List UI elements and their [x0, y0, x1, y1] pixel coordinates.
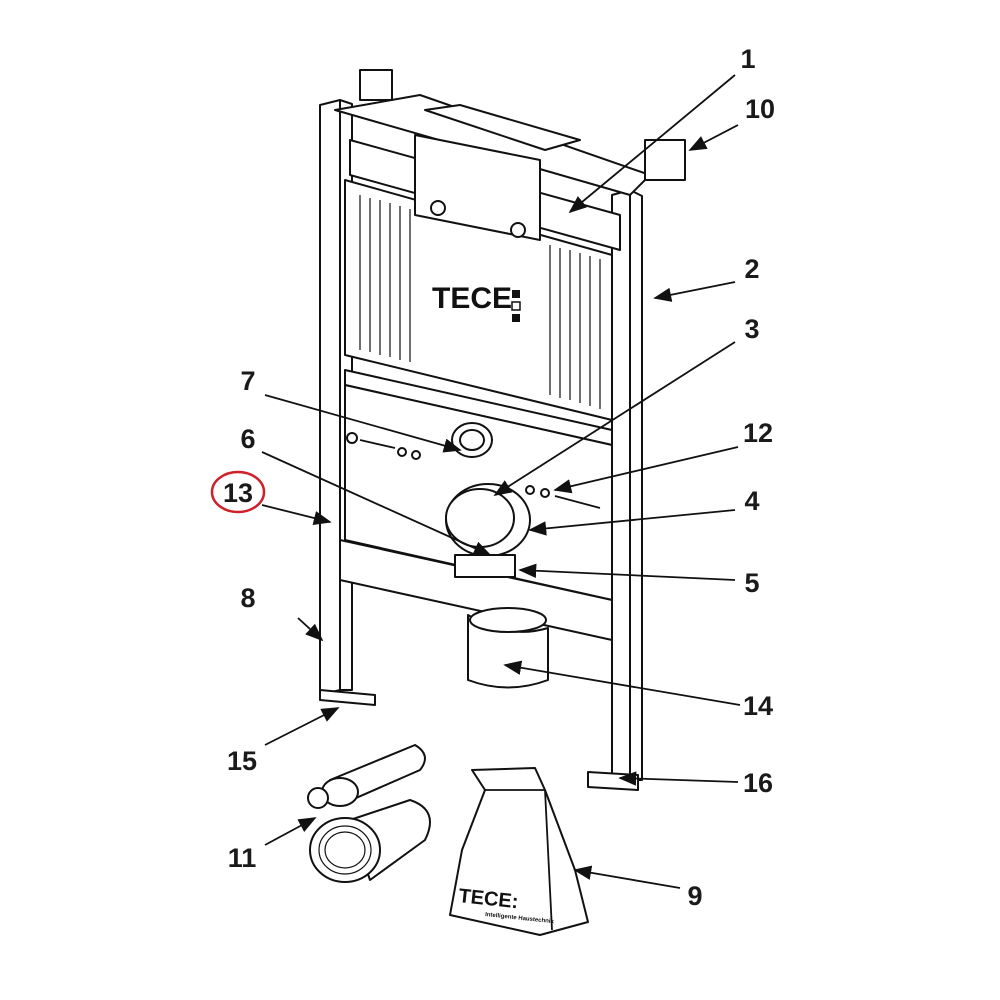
top-bracket-right	[644, 139, 686, 181]
label-15: 15	[227, 746, 257, 776]
cistern-ribs	[359, 195, 601, 409]
label-14: 14	[743, 691, 773, 721]
installation-bag: TECE: Intelligente Haustechnik	[449, 767, 589, 936]
right-post	[611, 189, 631, 786]
label-10: 10	[745, 94, 775, 124]
label-9: 9	[687, 881, 702, 911]
label-6: 6	[240, 424, 255, 454]
label-2: 2	[744, 254, 759, 284]
label-7: 7	[240, 366, 255, 396]
label-16: 16	[743, 768, 773, 798]
right-foot	[587, 771, 639, 791]
part-labels: 1 10 2 3 12 4 5 14 16 9 7 6 13 8 15 11	[210, 44, 775, 911]
label-12: 12	[743, 418, 773, 448]
label-5: 5	[744, 568, 759, 598]
leader-lines	[261, 74, 741, 889]
left-foot	[319, 689, 376, 706]
pipe-clamp	[454, 554, 516, 578]
frame-logo: TECE	[432, 282, 512, 315]
left-post	[319, 99, 341, 696]
label-11: 11	[228, 843, 257, 873]
label-4: 4	[744, 486, 759, 516]
installation-frame: TECE	[319, 69, 686, 791]
top-bracket-left	[359, 69, 393, 101]
label-8: 8	[240, 583, 255, 613]
actuator-opening	[414, 134, 541, 241]
label-3: 3	[744, 314, 759, 344]
label-1: 1	[740, 44, 755, 74]
label-13: 13	[223, 478, 253, 508]
highlight-circle	[210, 470, 266, 514]
connector-set	[307, 744, 431, 883]
